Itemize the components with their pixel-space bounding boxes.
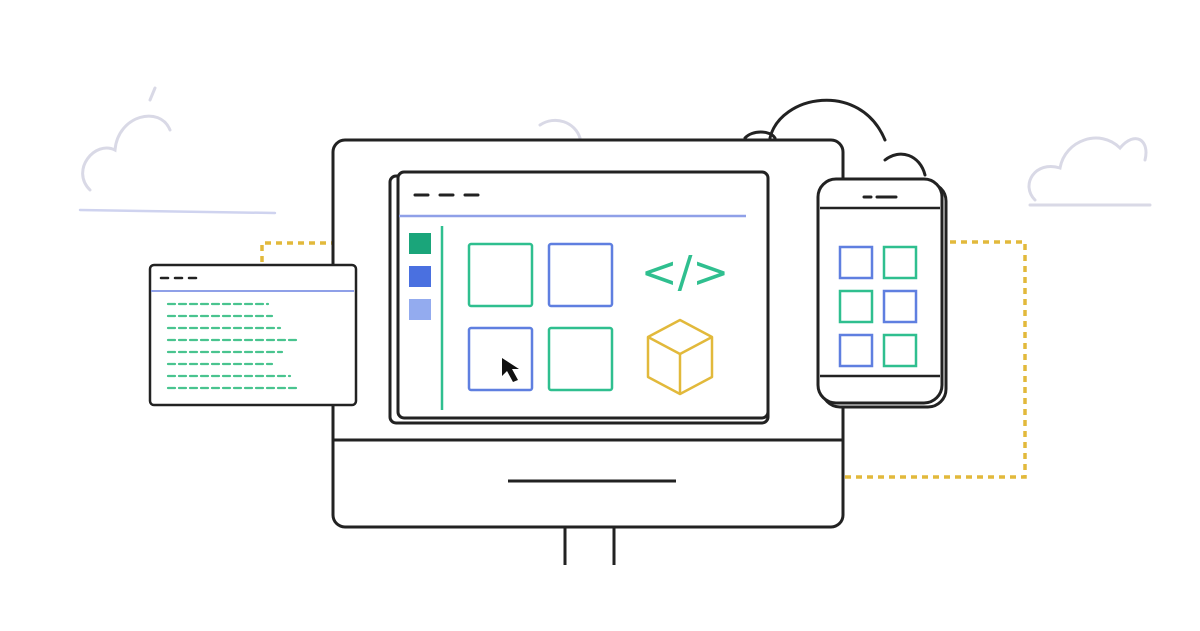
cloud-icon	[743, 98, 927, 177]
tile-top-left	[467, 242, 534, 308]
connector-lines	[260, 240, 1027, 479]
smartphone-icon	[816, 177, 948, 409]
cloud-icon	[538, 119, 582, 140]
cursor-arrow-icon	[502, 358, 519, 382]
cloud-icon	[1027, 136, 1152, 207]
sidebar-swatch-blue	[409, 266, 431, 287]
sidebar-swatch-light-blue	[409, 299, 431, 320]
cube-icon	[646, 318, 714, 396]
app-window-icon: </>	[388, 170, 770, 425]
cloud-icon	[78, 86, 277, 215]
tile-bottom-right	[547, 326, 614, 392]
code-editor-icon	[148, 263, 358, 407]
tile-top-right	[547, 242, 614, 308]
sidebar-swatch-green	[409, 233, 431, 254]
tile-bottom-left	[467, 326, 534, 392]
code-brackets-icon: </>	[641, 247, 730, 298]
